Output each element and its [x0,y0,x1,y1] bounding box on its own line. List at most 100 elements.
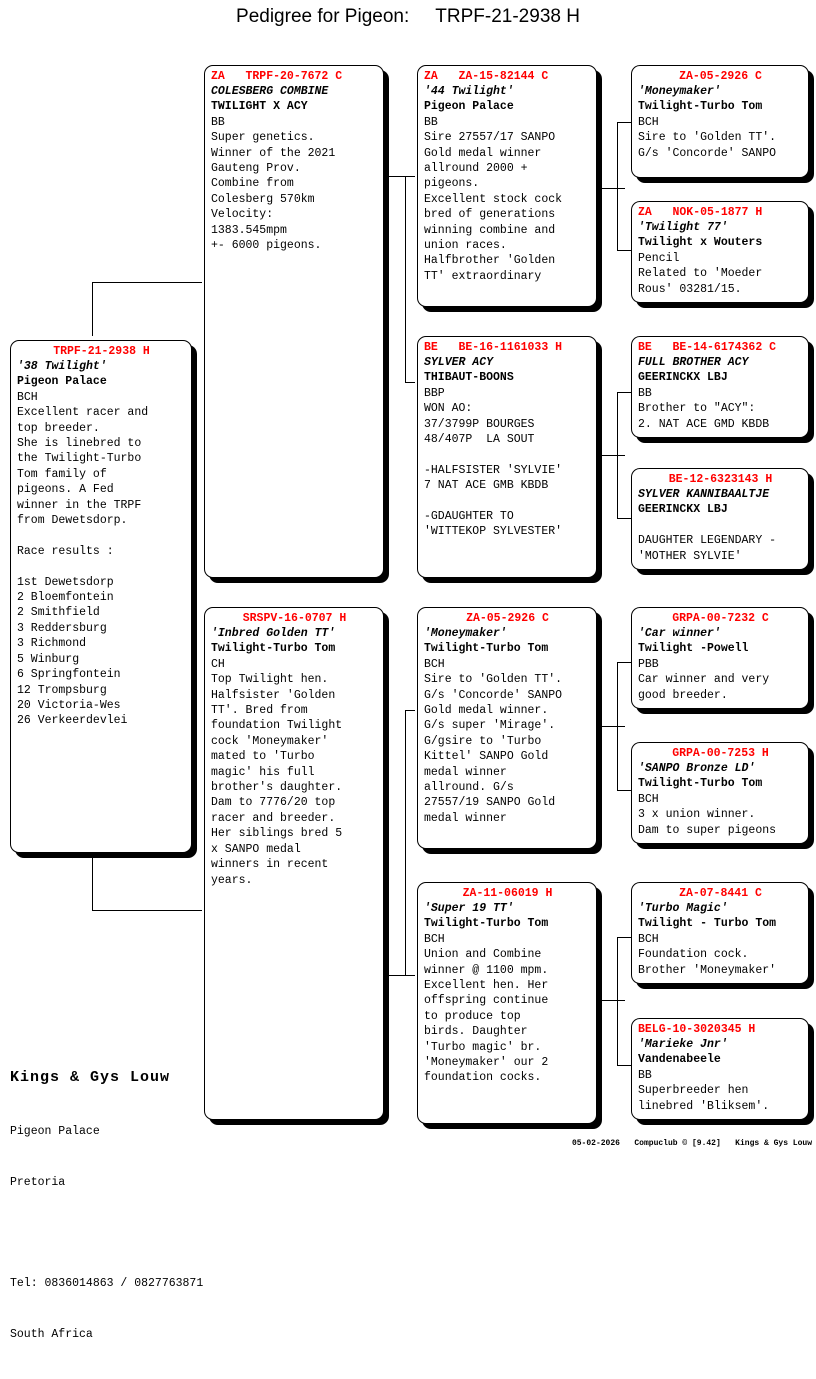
card-line: medal winner [424,811,507,825]
card-line: magic' his full [211,765,315,779]
card-line: Halfbrother 'Golden [424,254,556,268]
card-line: Excellent hen. Her [424,979,549,993]
card-line: Pencil [638,251,680,265]
card-line: winner in the TRPF [17,498,142,512]
card-line: birds. Daughter [424,1025,528,1039]
card-line: SYLVER KANNIBAALTJE [638,488,770,501]
card-line: 48/407P LA SOUT [424,433,535,447]
card-line: cock 'Moneymaker' [211,734,329,748]
card-line: CH [211,657,225,671]
connector [595,1000,625,1001]
pedigree-card-gen4-1[interactable]: ZA-05-2926 C 'Moneymaker' Twilight-Turbo… [631,65,809,178]
card-line: 'Super 19 TT' [424,902,514,915]
card-line [17,528,186,543]
card-line: Foundation cock. [638,948,749,962]
owner-line: Tel: 0836014863 / 0827763871 [10,1276,204,1290]
card-line: BCH [424,932,445,946]
owner-block: Kings & Gys Louw Pigeon Palace Pretoria … [10,1032,340,1379]
card-line: 20 Victoria-Wes [17,698,121,712]
pedigree-card-gen3-2[interactable]: BE BE-16-1161033 H SYLVER ACY THIBAUT-BO… [417,336,597,578]
card-line [424,447,591,462]
card-line: 2 Bloemfontein [17,591,114,605]
card-line: Tom family of [17,467,107,481]
card-line: allround 2000 + [424,162,528,176]
pedigree-card-gen3-4[interactable]: ZA-11-06019 H 'Super 19 TT' Twilight-Tur… [417,882,597,1124]
card-line: '38 Twilight' [17,360,107,373]
card-line: allround. G/s [424,781,514,795]
card-line: winner @ 1100 mpm. [424,963,549,977]
card-line: Excellent stock cock [424,192,563,206]
card-line: BCH [638,115,659,129]
card-body: SYLVER KANNIBAALTJE GEERINCKX LBJ DAUGHT… [638,487,803,564]
card-line: 'WITTEKOP SYLVESTER' [424,525,563,539]
pedigree-card-gen4-5[interactable]: GRPA-00-7232 C 'Car winner' Twilight -Po… [631,607,809,709]
card-line: Gold medal winner. [424,704,549,718]
owner-line [10,1227,340,1240]
card-line: Twilight -Powell [638,642,749,656]
connector [617,392,631,393]
card-line: Union and Combine [424,948,542,962]
pedigree-card-gen3-1[interactable]: ZA ZA-15-82144 C '44 Twilight' Pigeon Pa… [417,65,597,307]
pedigree-card-subject[interactable]: TRPF-21-2938 H '38 Twilight' Pigeon Pala… [10,340,192,853]
card-line: Twilight-Turbo Tom [211,642,336,656]
card-line: Combine from [211,177,294,191]
card-line: Twilight-Turbo Tom [424,642,549,656]
connector [92,910,202,911]
pedigree-card-gen3-3[interactable]: ZA-05-2926 C 'Moneymaker' Twilight-Turbo… [417,607,597,849]
pedigree-card-gen4-2[interactable]: ZA NOK-05-1877 H 'Twilight 77' Twilight … [631,201,809,303]
card-line: G/s 'Concorde' SANPO [424,688,563,702]
card-line: BB [211,115,225,129]
card-line: 'Car winner' [638,627,721,640]
card-line: the Twilight-Turbo [17,452,142,466]
card-line: BBP [424,386,445,400]
card-line: WON AO: [424,402,473,416]
pedigree-card-sire[interactable]: ZA TRPF-20-7672 C COLESBERG COMBINE TWIL… [204,65,384,578]
card-line: 'Inbred Golden TT' [211,627,336,640]
card-line: 'Moneymaker' our 2 [424,1056,549,1070]
card-line: brother's daughter. [211,781,343,795]
pedigree-card-gen4-3[interactable]: BE BE-14-6174362 C FULL BROTHER ACY GEER… [631,336,809,438]
card-line: Super genetics. [211,131,315,145]
card-header: GRPA-00-7253 H [672,747,769,760]
card-body: 'Moneymaker' Twilight-Turbo Tom BCH Sire… [424,626,591,826]
card-line: 'Moneymaker' [638,85,721,98]
owner-name: Kings & Gys Louw [10,1069,171,1086]
card-line: 1st Dewetsdorp [17,575,114,589]
card-line: DAUGHTER LEGENDARY - [638,534,777,548]
card-line: Winner of the 2021 [211,146,336,160]
pedigree-card-gen4-4[interactable]: BE-12-6323143 H SYLVER KANNIBAALTJE GEER… [631,468,809,570]
card-line: Velocity: [211,208,274,222]
card-line [17,559,186,574]
card-line: SYLVER ACY [424,356,494,369]
connector [617,518,631,519]
card-line: mated to 'Turbo [211,750,315,764]
card-line: Top Twilight hen. [211,673,329,687]
card-body: FULL BROTHER ACY GEERINCKX LBJ BB Brothe… [638,355,803,432]
connector [617,122,631,123]
card-line: Twilight - Turbo Tom [638,917,777,931]
card-body: 'Marieke Jnr' Vandenabeele BB Superbreed… [638,1037,803,1114]
card-line: GEERINCKX LBJ [638,503,728,517]
pedigree-card-dam[interactable]: SRSPV-16-0707 H 'Inbred Golden TT' Twili… [204,607,384,1120]
card-line: 'MOTHER SYLVIE' [638,549,742,563]
card-line: BCH [638,792,659,806]
card-line: TT'. Bred from [211,704,308,718]
card-line: 3 Richmond [17,637,87,651]
card-line: 'Turbo Magic' [638,902,728,915]
pedigree-card-gen4-7[interactable]: ZA-07-8441 C 'Turbo Magic' Twilight - Tu… [631,882,809,984]
card-header: TRPF-21-2938 H [53,345,150,358]
card-header: BE-12-6323143 H [668,473,773,486]
card-line: foundation cocks. [424,1071,542,1085]
card-line: Gold medal winner [424,146,542,160]
card-line [638,518,803,533]
pedigree-card-gen4-6[interactable]: GRPA-00-7253 H 'SANPO Bronze LD' Twiligh… [631,742,809,844]
card-line: FULL BROTHER ACY [638,356,749,369]
card-line [424,494,591,509]
card-line: Brother 'Moneymaker' [638,963,777,977]
card-header: ZA-05-2926 C [679,70,762,83]
card-line: Gauteng Prov. [211,162,301,176]
card-line: Vandenabeele [638,1053,721,1067]
pedigree-card-gen4-8[interactable]: BELG-10-3020345 H 'Marieke Jnr' Vandenab… [631,1018,809,1120]
card-line: foundation Twilight [211,719,343,733]
card-line: G/s super 'Mirage'. [424,719,556,733]
